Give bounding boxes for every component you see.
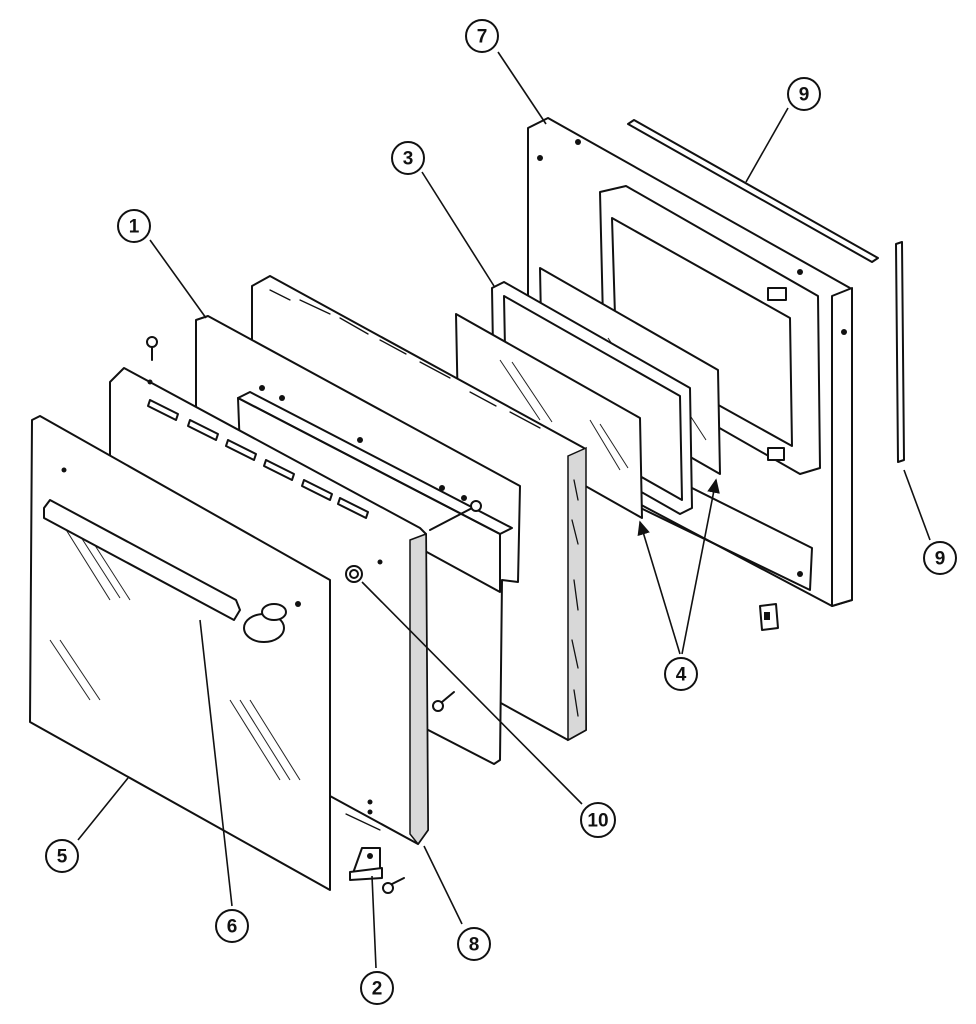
callout-label-8: 8 (469, 935, 480, 956)
callout-8: 8 (457, 927, 491, 961)
callout-4: 4 (664, 657, 698, 691)
callout-6: 6 (215, 909, 249, 943)
long-screw (429, 500, 482, 531)
leader-lines (77, 51, 931, 969)
door-clip (759, 603, 779, 631)
screw-top (146, 336, 158, 361)
callout-label-4: 4 (676, 665, 687, 686)
callout-9-top: 9 (787, 77, 821, 111)
callout-label-3: 3 (403, 149, 414, 170)
callout-label-1: 1 (129, 217, 140, 238)
callout-label-10: 10 (587, 811, 608, 832)
callout-3: 3 (391, 141, 425, 175)
callout-label-7: 7 (477, 27, 488, 48)
callout-5: 5 (45, 839, 79, 873)
callout-1: 1 (117, 209, 151, 243)
baffle-screws (432, 691, 455, 712)
callout-10: 10 (580, 802, 616, 838)
callout-label-5: 5 (57, 847, 68, 868)
callout-label-6: 6 (227, 917, 238, 938)
handle-end-cap (243, 601, 301, 643)
trim-strip-side (895, 241, 905, 463)
trim-strip-top (627, 119, 879, 263)
callout-7: 7 (465, 19, 499, 53)
callout-label-2: 2 (372, 979, 383, 1000)
hinge-bracket (349, 847, 405, 894)
callout-label-9-top: 9 (799, 85, 810, 106)
grommet (345, 565, 363, 583)
callout-label-9-side: 9 (935, 549, 946, 570)
callout-2: 2 (360, 971, 394, 1005)
callout-9-side: 9 (923, 541, 957, 575)
door-handle (43, 499, 241, 621)
